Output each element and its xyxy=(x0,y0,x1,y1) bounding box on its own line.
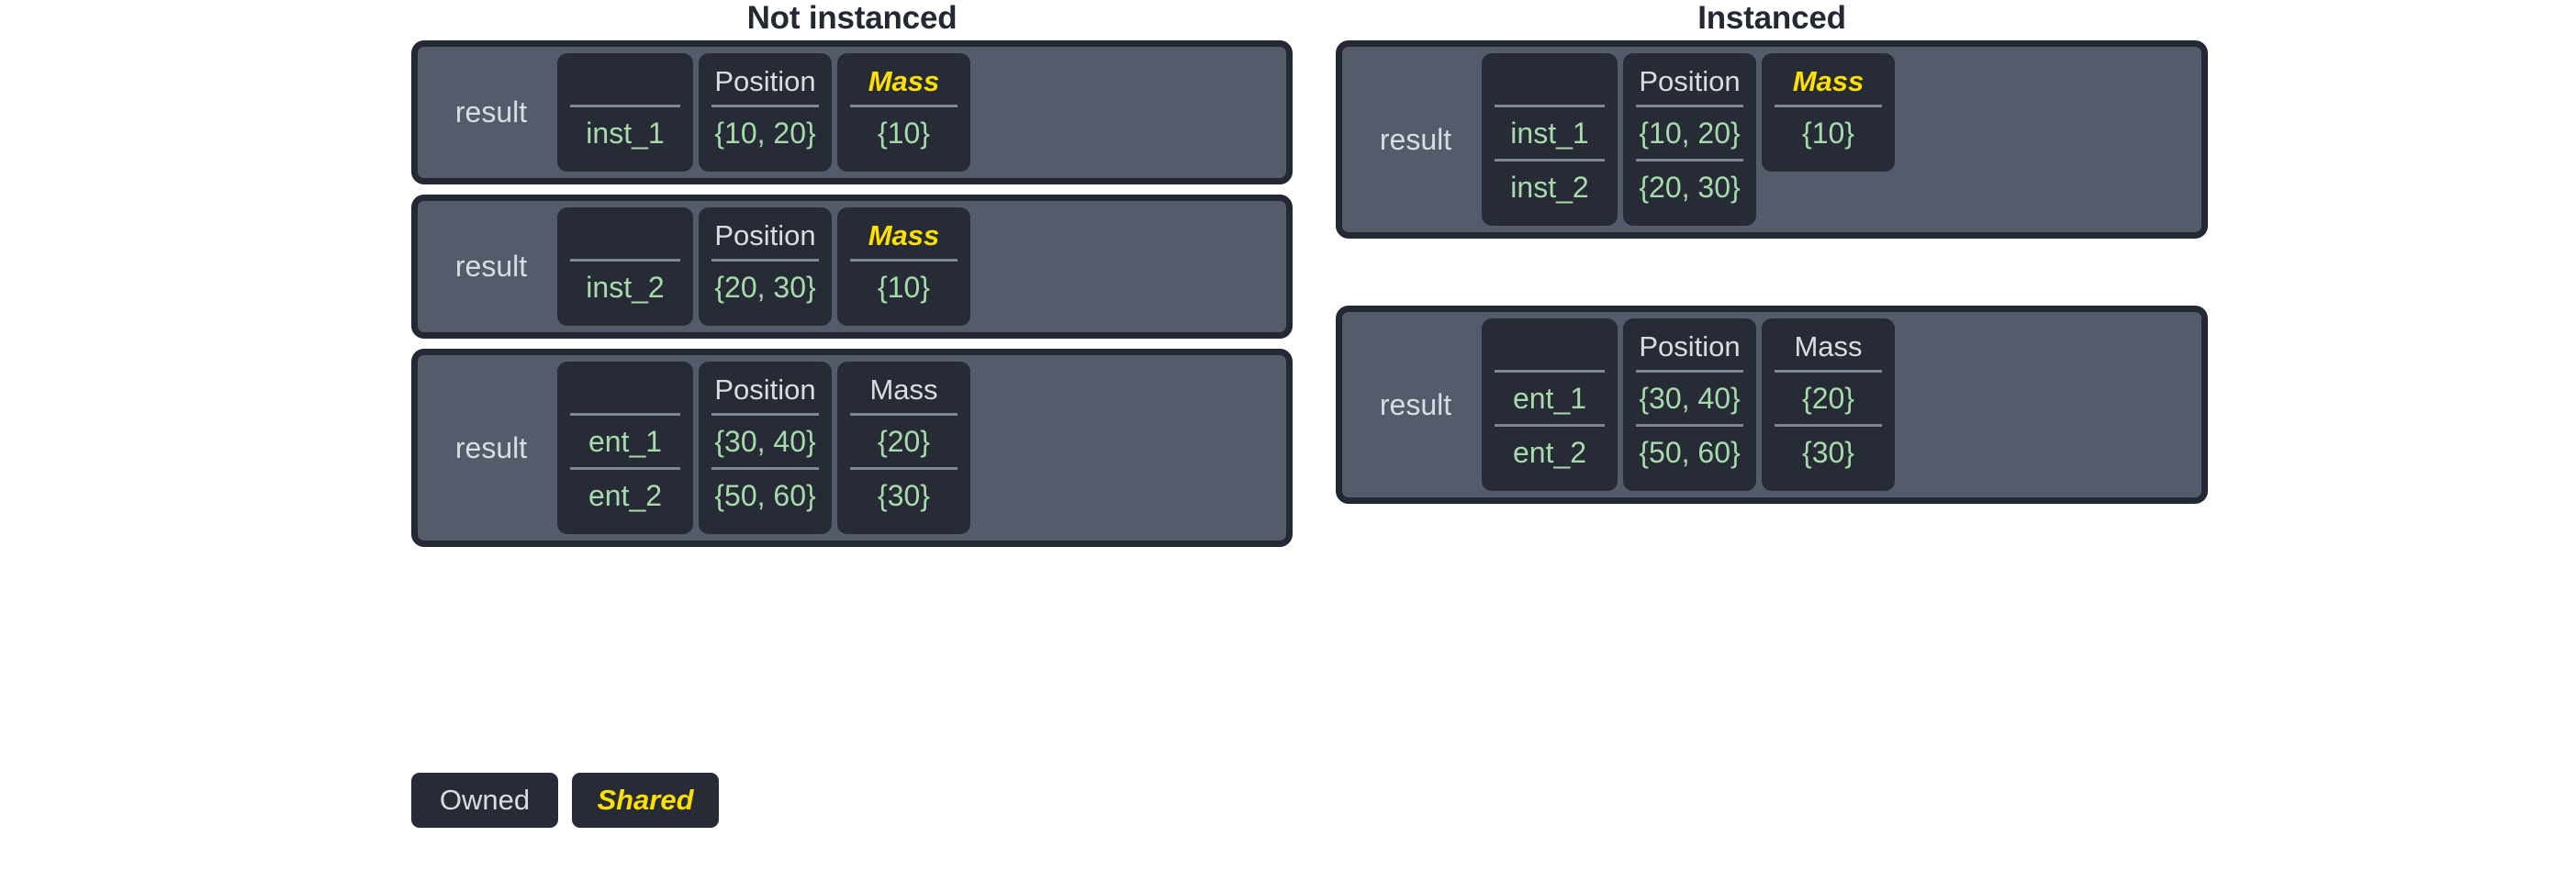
cell-group: inst_2 Position {20, 30} Mass {10} xyxy=(557,207,1279,326)
column-value: {10, 20} xyxy=(1636,105,1743,159)
column-value: {10} xyxy=(850,259,958,313)
column-cell: inst_2 xyxy=(557,207,693,326)
column-value: inst_1 xyxy=(570,105,680,159)
column-value: {20} xyxy=(1775,370,1882,424)
result-box: result inst_1 Position {10, 20} Mass {10} xyxy=(411,40,1293,184)
column-header xyxy=(1495,324,1605,370)
result-label: result xyxy=(454,250,528,283)
column-value: {10, 20} xyxy=(711,105,819,159)
column-value: {10} xyxy=(850,105,958,159)
column-header xyxy=(570,367,680,413)
column-header xyxy=(1495,59,1605,105)
column-value: ent_1 xyxy=(570,413,680,467)
column-header: Position xyxy=(714,374,816,406)
result-label: result xyxy=(1379,387,1452,421)
column-cell: Mass {10} xyxy=(1762,53,1895,172)
column-header: Position xyxy=(714,219,816,251)
column-header: Position xyxy=(1639,65,1741,97)
column-header: Mass xyxy=(1794,330,1863,362)
column-value: {30, 40} xyxy=(711,413,819,467)
column-value: inst_1 xyxy=(1495,105,1605,159)
legend-chip-owned: Owned xyxy=(411,773,558,828)
column-header: Mass xyxy=(869,374,938,406)
column-header: Mass xyxy=(868,219,940,251)
legend: Owned Shared xyxy=(411,773,719,828)
column-cell: Mass {20}{30} xyxy=(1762,318,1895,491)
column-title: Instanced xyxy=(1697,0,1846,36)
column-value: inst_2 xyxy=(570,259,680,313)
column-value: {20, 30} xyxy=(1636,159,1743,213)
result-box: result inst_2 Position {20, 30} Mass {10} xyxy=(411,195,1293,339)
column-title: Not instanced xyxy=(746,0,958,36)
column-cell: Position {10, 20} xyxy=(699,53,832,172)
column-header xyxy=(570,213,680,259)
column-cell: Position {10, 20}{20, 30} xyxy=(1623,53,1756,226)
column-cell: Position {30, 40}{50, 60} xyxy=(1623,318,1756,491)
column-value: ent_2 xyxy=(1495,424,1605,478)
column-value: inst_2 xyxy=(1495,159,1605,213)
column-value: ent_1 xyxy=(1495,370,1605,424)
column-header xyxy=(570,59,680,105)
column-value: {20, 30} xyxy=(711,259,819,313)
column-value: ent_2 xyxy=(570,467,680,521)
column-value: {30, 40} xyxy=(1636,370,1743,424)
column-value: {20} xyxy=(850,413,958,467)
cell-group: inst_1 Position {10, 20} Mass {10} xyxy=(557,53,1279,172)
column-cell: Mass {10} xyxy=(837,53,970,172)
column-cell: inst_1 xyxy=(557,53,693,172)
column-value: {50, 60} xyxy=(711,467,819,521)
column-header: Mass xyxy=(868,65,940,97)
column-header: Mass xyxy=(1792,65,1865,97)
column-value: {10} xyxy=(1775,105,1882,159)
result-label: result xyxy=(454,95,528,128)
column-value: {30} xyxy=(1775,424,1882,478)
column-cell: Position {20, 30} xyxy=(699,207,832,326)
column-value: {30} xyxy=(850,467,958,521)
column-header: Position xyxy=(714,65,816,97)
result-label: result xyxy=(454,430,528,464)
column-value: {50, 60} xyxy=(1636,424,1743,478)
column-cell: Position {30, 40}{50, 60} xyxy=(699,362,832,534)
result-label: result xyxy=(1379,122,1452,156)
legend-chip-shared: Shared xyxy=(572,773,719,828)
column-cell: Mass {10} xyxy=(837,207,970,326)
column-cell: Mass {20}{30} xyxy=(837,362,970,534)
column-header: Position xyxy=(1639,330,1741,362)
